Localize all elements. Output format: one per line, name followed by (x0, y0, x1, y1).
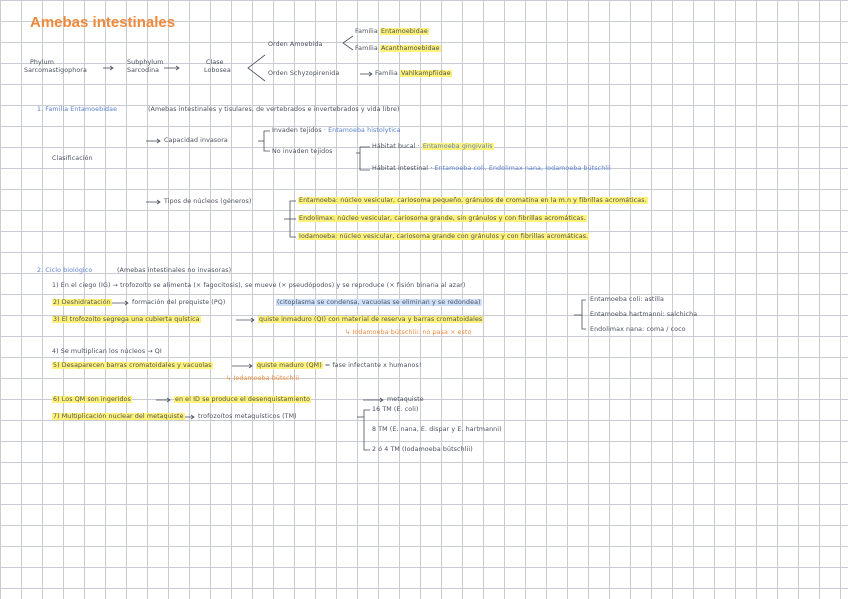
tm-iodamoeba: 2 ó 4 TM (Iodamoeba bütschlii) (372, 446, 473, 453)
ciclo-step-3b: quiste inmaduro (QI) con material de res… (258, 316, 484, 323)
tipos-nucleos: Tipos de núcleos (géneros) (164, 198, 252, 205)
ciclo-step-5: 5) Desaparecen barras cromatoidales y va… (52, 362, 213, 369)
no-invaden-tejidos: No invaden tejidos (272, 148, 333, 155)
clase-name: Lobosea (204, 67, 231, 74)
familia-acanthamoebidae: Familia Acanthamoebidae (355, 45, 441, 52)
ciclo-step-7: 7) Multiplicación nuclear del metaquiste (52, 413, 185, 420)
tipo-endolimax: Endolimax: núcleo vesicular, cariosoma g… (298, 215, 587, 222)
subphylum-label: Subphylum (127, 59, 164, 66)
habitat-bucal: Hábitat bucal · Entamoeba gingivalis (372, 143, 494, 150)
barras-hartmanni: Entamoeba hartmanni: salchicha (590, 311, 698, 318)
section2-heading: 2. Ciclo biológico (37, 267, 93, 274)
ciclo-step-5b: quiste maduro (QM) = fase infectante x h… (256, 362, 422, 369)
ciclo-step-7b: trofozoítos metaquísticos (TM) (198, 413, 297, 420)
ciclo-step-3-note: ↳ Iodamoeba bütschlii: no pasa × esto (345, 329, 472, 336)
orden-amoebida: Orden Amoebida (268, 41, 323, 48)
clase-label: Clase (206, 59, 224, 66)
phylum-label: Phylum (30, 59, 54, 66)
capacidad-invasora: Capacidad invasora (164, 137, 228, 144)
barras-nana: Endolimax nana: coma / coco (590, 326, 686, 333)
phylum-name: Sarcomastigophora (24, 67, 87, 74)
ciclo-step-2: 2) Deshidratación (52, 299, 112, 306)
familia-vahlkampfiidae: Familia Vahlkampfiidae (375, 70, 452, 77)
ciclo-step-1: 1) En el ciego (IG) → trofozoíto se alim… (52, 282, 466, 289)
ciclo-step-6b: en el ID se produce el desenquistamiento (174, 396, 312, 403)
tm-nana: 8 TM (E. nana, E. dispar y E. hartmanni) (372, 426, 502, 433)
page-title: Amebas intestinales (30, 14, 176, 31)
section2-note: (Amebas intestinales no invasoras) (117, 267, 232, 274)
ciclo-step-6: 6) Los QM son ingeridos (52, 396, 132, 403)
ciclo-step-2c: (citoplasma se condensa, vacuolas se eli… (276, 299, 482, 306)
familia-entamoebidae: Familia Entamoebidae (355, 28, 429, 35)
tipo-iodamoeba: Iodamoeba: núcleo vesicular, cariosoma g… (298, 233, 590, 240)
invaden-tejidos: Invaden tejidos · Entamoeba histolytica (272, 127, 401, 134)
tipo-entamoeba: Entamoeba: núcleo vesicular, cariosoma p… (298, 197, 648, 204)
orden-schyzopirenida: Orden Schyzopirenida (268, 70, 340, 77)
ciclo-step-5-note: ↳ Iodamoeba bütschlii (226, 375, 300, 382)
ciclo-step-3: 3) El trofozoíto segrega una cubierta qu… (52, 316, 201, 323)
habitat-intestinal: Hábitat intestinal · Entamoeba coli, End… (372, 165, 611, 172)
section1-description: (Amebas intestinales y tisulares, de ver… (148, 106, 400, 113)
ciclo-step-4: 4) Se multiplican los núcleos → QI (52, 348, 162, 355)
ciclo-step-6c: metaquiste (387, 396, 424, 403)
ciclo-step-2b: formación del prequiste (PQ) (132, 299, 226, 306)
barras-coli: Entamoeba coli: astilla (590, 296, 664, 303)
tm-coli: 16 TM (E. coli) (372, 406, 419, 413)
section1-heading: 1. Familia Entamoebidae (37, 106, 118, 113)
clasificacion-label: Clasificación (52, 155, 93, 162)
subphylum-name: Sarcodina (127, 67, 160, 74)
